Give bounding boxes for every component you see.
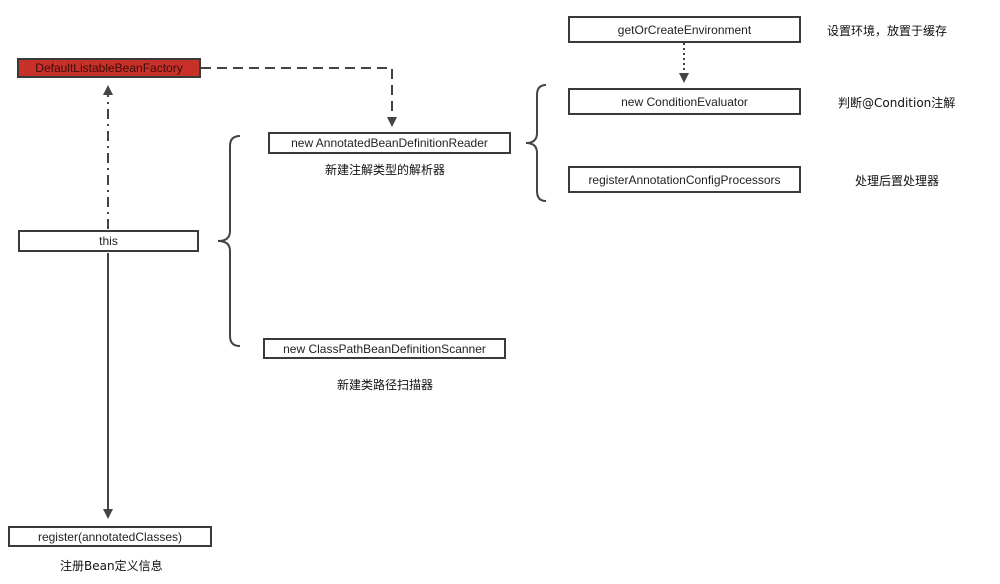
get-or-create-environment-node: getOrCreateEnvironment bbox=[568, 16, 801, 43]
factory-to-reader-dashed-arrow bbox=[201, 67, 397, 127]
register-annotated-classes-node: register(annotatedClasses) bbox=[8, 526, 212, 547]
register-caption: 注册Bean定义信息 bbox=[60, 559, 163, 573]
evaluator-caption: 判断@Condition注解 bbox=[838, 96, 956, 110]
env-caption: 设置环境，放置于缓存 bbox=[827, 24, 948, 38]
register-annotation-config-processors-node: registerAnnotationConfigProcessors bbox=[568, 166, 801, 193]
reader-caption: 新建注解类型的解析器 bbox=[325, 163, 446, 177]
annotated-bean-definition-reader-node: new AnnotatedBeanDefinitionReader bbox=[268, 132, 511, 154]
scanner-caption: 新建类路径扫描器 bbox=[337, 378, 434, 392]
default-listable-bean-factory-node: DefaultListableBeanFactory bbox=[17, 58, 201, 78]
brace-reader-children bbox=[525, 84, 547, 202]
brace-this-children bbox=[217, 135, 241, 347]
processors-caption: 处理后置处理器 bbox=[855, 174, 940, 188]
condition-evaluator-node: new ConditionEvaluator bbox=[568, 88, 801, 115]
this-node: this bbox=[18, 230, 199, 252]
class-path-bean-definition-scanner-node: new ClassPathBeanDefinitionScanner bbox=[263, 338, 506, 359]
